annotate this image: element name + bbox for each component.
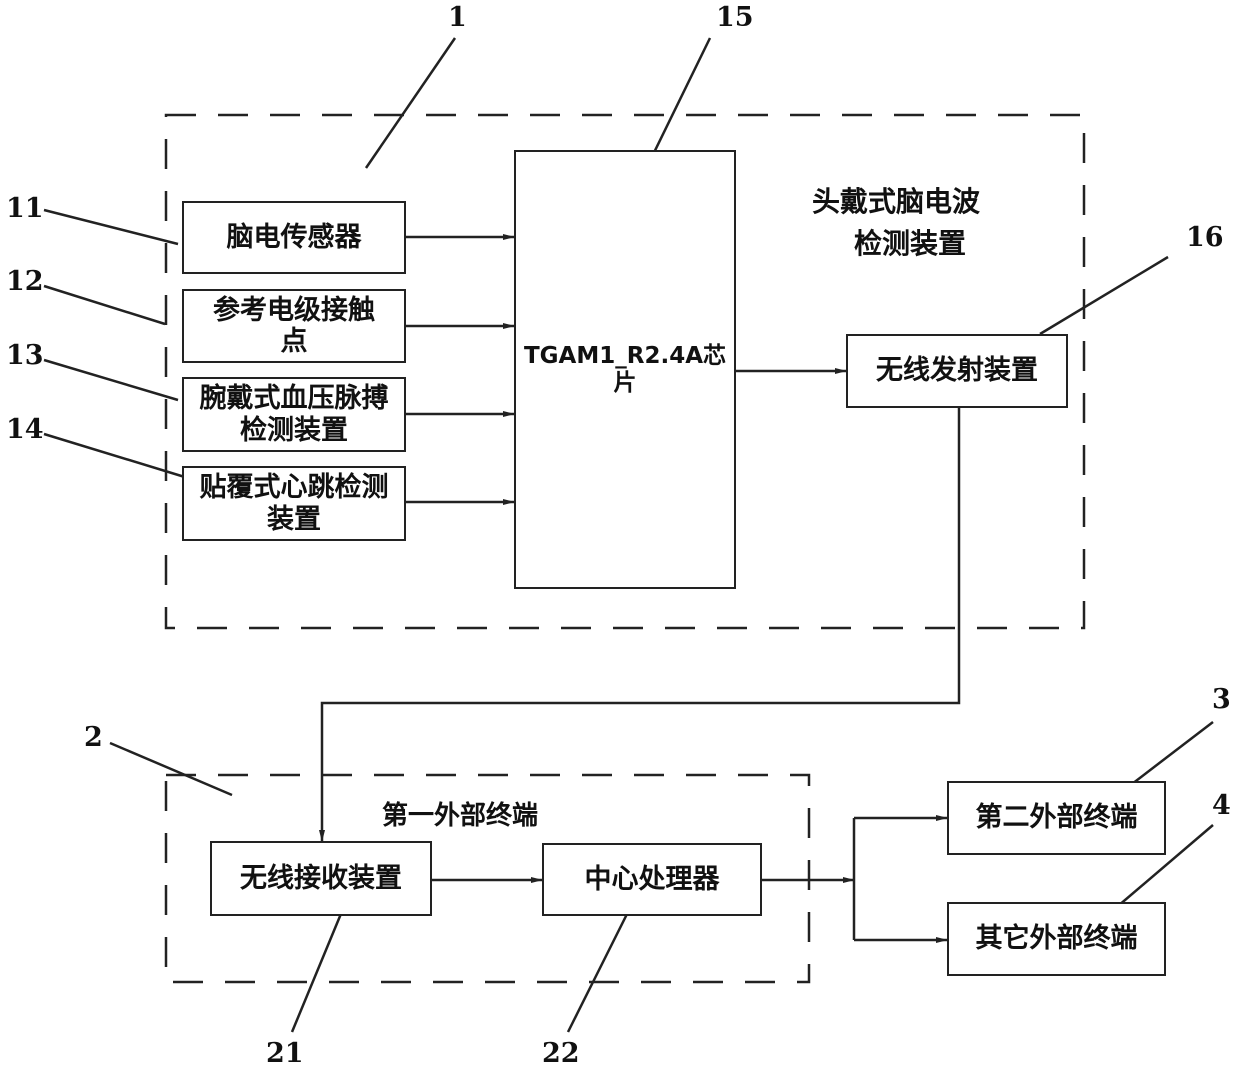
reference-contact-label: 参考电级接触点: [202, 295, 386, 357]
second-terminal-box: 第二外部终端: [947, 781, 1166, 855]
ref-numeral-11: 11: [6, 193, 44, 224]
wrist-bp-pulse-box: 腕戴式血压脉搏检测装置: [182, 377, 406, 452]
first-terminal-title: 第一外部终端: [382, 795, 538, 832]
cpu-label: 中心处理器: [585, 864, 720, 895]
ref-numeral-16: 16: [1186, 222, 1224, 253]
ref-numeral-14: 14: [6, 414, 44, 445]
wireless-receiver-box: 无线接收装置: [210, 841, 432, 916]
headset-title-line1: 头戴式脑电波: [812, 180, 980, 220]
ref-numeral-4: 4: [1212, 790, 1231, 821]
wireless-transmitter-box: 无线发射装置: [846, 334, 1068, 408]
leader-13: [44, 360, 178, 400]
ref-numeral-15: 15: [716, 2, 754, 33]
wireless-receiver-label: 无线接收装置: [240, 863, 402, 894]
eeg-sensor-label: 脑电传感器: [227, 222, 362, 253]
leader-2: [110, 743, 232, 795]
ref-numeral-12: 12: [6, 266, 44, 297]
leader-22: [568, 912, 628, 1032]
chip-box: TGAM1_R2.4A芯片: [514, 150, 736, 589]
leader-12: [44, 286, 165, 324]
other-terminal-box: 其它外部终端: [947, 902, 1166, 976]
reference-contact-box: 参考电级接触点: [182, 289, 406, 363]
leader-11: [44, 210, 178, 244]
ref-numeral-3: 3: [1212, 684, 1231, 715]
ref-numeral-1: 1: [448, 2, 467, 33]
wireless-transmitter-label: 无线发射装置: [876, 355, 1038, 386]
leader-16: [1040, 257, 1168, 334]
patch-heartbeat-box: 贴覆式心跳检测装置: [182, 466, 406, 541]
wrist-bp-pulse-label: 腕戴式血压脉搏检测装置: [192, 383, 396, 445]
ref-numeral-13: 13: [6, 340, 44, 371]
leader-1: [366, 38, 455, 168]
ref-numeral-21: 21: [266, 1038, 304, 1069]
ref-numeral-22: 22: [542, 1038, 580, 1069]
second-terminal-label: 第二外部终端: [976, 802, 1138, 833]
eeg-sensor-box: 脑电传感器: [182, 201, 406, 274]
chip-label: TGAM1_R2.4A芯片: [522, 343, 728, 396]
other-terminal-label: 其它外部终端: [976, 923, 1138, 954]
ref-numeral-2: 2: [84, 722, 103, 753]
headset-title-line2: 检测装置: [854, 222, 966, 262]
cpu-box: 中心处理器: [542, 843, 762, 916]
patch-heartbeat-label: 贴覆式心跳检测装置: [192, 472, 396, 534]
